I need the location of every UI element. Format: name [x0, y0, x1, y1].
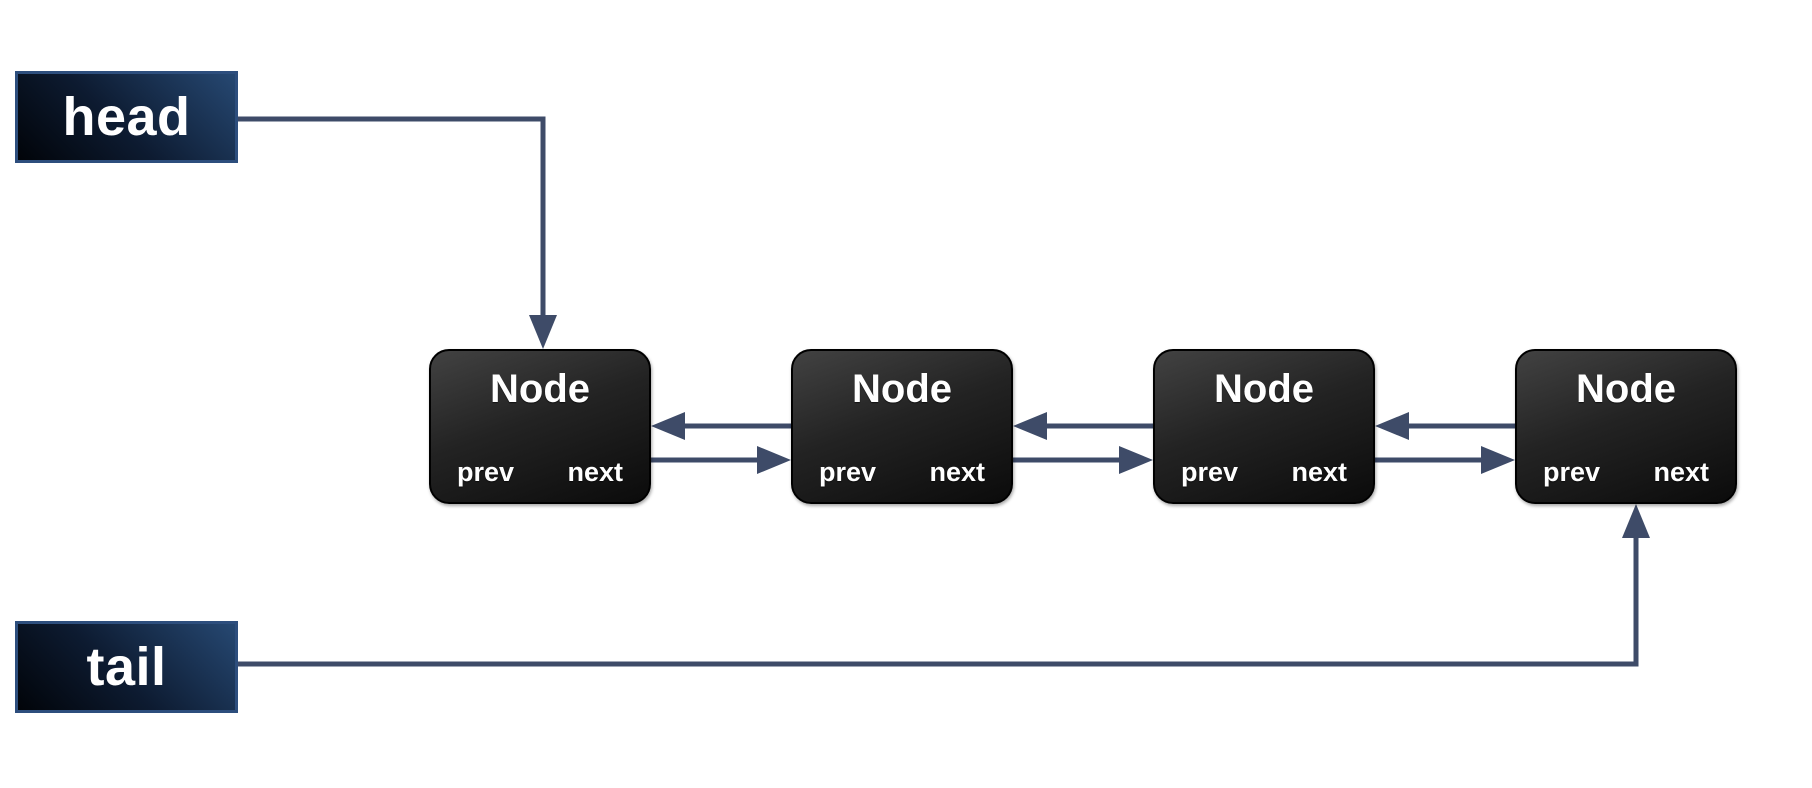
- tail-pointer-label: tail: [86, 637, 167, 697]
- tail-arrow-line: [238, 537, 1639, 667]
- head-arrow-line: [238, 116, 546, 317]
- prev-field: prev: [819, 457, 877, 487]
- node-title: Node: [852, 367, 952, 411]
- node-fields: prev next: [457, 457, 623, 488]
- node-box-4: Node prev next: [1515, 349, 1737, 504]
- node-title: Node: [490, 367, 590, 411]
- node-title: Node: [1576, 367, 1676, 411]
- node-fields: prev next: [1543, 457, 1709, 488]
- next-field: next: [1653, 457, 1709, 487]
- tail-arrow-up-icon: [1622, 504, 1650, 538]
- next-arrow-right-icon-3to4: [1481, 446, 1515, 474]
- head-pointer-box: head: [15, 71, 238, 163]
- node-fields: prev next: [1181, 457, 1347, 488]
- next-arrow-right-icon-2to3: [1119, 446, 1153, 474]
- prev-arrow-left-icon-4to3: [1375, 412, 1409, 440]
- node-box-1: Node prev next: [429, 349, 651, 504]
- prev-field: prev: [1543, 457, 1601, 487]
- prev-arrow-left-icon-2to1: [651, 412, 685, 440]
- prev-field: prev: [1181, 457, 1239, 487]
- node-title: Node: [1214, 367, 1314, 411]
- node-fields: prev next: [819, 457, 985, 488]
- prev-field: prev: [457, 457, 515, 487]
- node-box-2: Node prev next: [791, 349, 1013, 504]
- head-arrow-down-icon: [529, 315, 557, 349]
- next-field: next: [567, 457, 623, 487]
- head-pointer-label: head: [62, 87, 191, 147]
- next-arrow-right-icon-1to2: [757, 446, 791, 474]
- node-box-3: Node prev next: [1153, 349, 1375, 504]
- prev-arrow-left-icon-3to2: [1013, 412, 1047, 440]
- next-field: next: [1291, 457, 1347, 487]
- tail-pointer-box: tail: [15, 621, 238, 713]
- next-field: next: [929, 457, 985, 487]
